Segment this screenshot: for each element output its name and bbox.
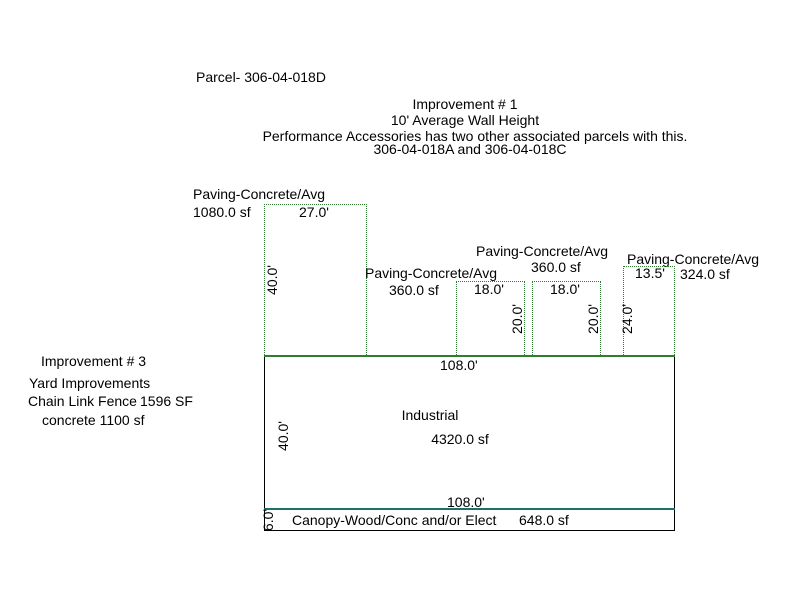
wall-height: 10' Average Wall Height	[390, 112, 540, 128]
canopy-width: 108.0'	[447, 494, 485, 510]
industrial-depth: 40.0'	[275, 421, 291, 451]
paving-2-area: 360.0 sf	[389, 282, 439, 298]
yard-improvements: Yard Improvements	[29, 375, 151, 391]
paving-3-width: 18.0'	[550, 281, 580, 297]
improvement-3-title: Improvement # 3	[41, 353, 147, 369]
industrial-top-edge	[264, 355, 675, 357]
canopy-area: 648.0 sf	[519, 512, 569, 528]
paving-3-depth: 20.0'	[585, 304, 601, 334]
canopy-label: Canopy-Wood/Conc and/or Elect	[292, 512, 497, 528]
paving-4-depth: 24.0'	[619, 304, 635, 334]
industrial-width: 108.0'	[440, 357, 478, 373]
paving-1-area: 1080.0 sf	[193, 204, 251, 220]
canopy-depth: 6.0'	[260, 508, 276, 532]
parcel-id: Parcel- 306-04-018D	[196, 69, 326, 85]
chain-link-fence-area: 1596 SF	[140, 393, 193, 409]
paving-4-width: 13.5'	[635, 265, 665, 281]
industrial-label: Industrial	[401, 407, 459, 423]
paving-2-width: 18.0'	[474, 281, 504, 297]
paving-3-area: 360.0 sf	[531, 259, 581, 275]
paving-4-area: 324.0 sf	[680, 266, 730, 282]
canopy-top-edge	[264, 508, 675, 510]
improvement-1-title: Improvement # 1	[412, 96, 518, 112]
paving-2-depth: 20.0'	[509, 304, 525, 334]
associated-parcels: 306-04-018A and 306-04-018C	[373, 141, 567, 157]
paving-1-width: 27.0'	[299, 204, 329, 220]
industrial-area: 4320.0 sf	[431, 431, 489, 447]
concrete-area: concrete 1100 sf	[42, 412, 145, 428]
paving-4-label: Paving-Concrete/Avg	[627, 251, 760, 267]
paving-2-label: Paving-Concrete/Avg	[365, 265, 498, 281]
paving-1-label: Paving-Concrete/Avg	[193, 186, 326, 202]
chain-link-fence-label: Chain Link Fence	[28, 393, 137, 409]
paving-1-depth: 40.0'	[264, 265, 280, 295]
associated-parcels-note: Performance Accessories has two other as…	[262, 128, 688, 144]
paving-3-label: Paving-Concrete/Avg	[476, 243, 609, 259]
